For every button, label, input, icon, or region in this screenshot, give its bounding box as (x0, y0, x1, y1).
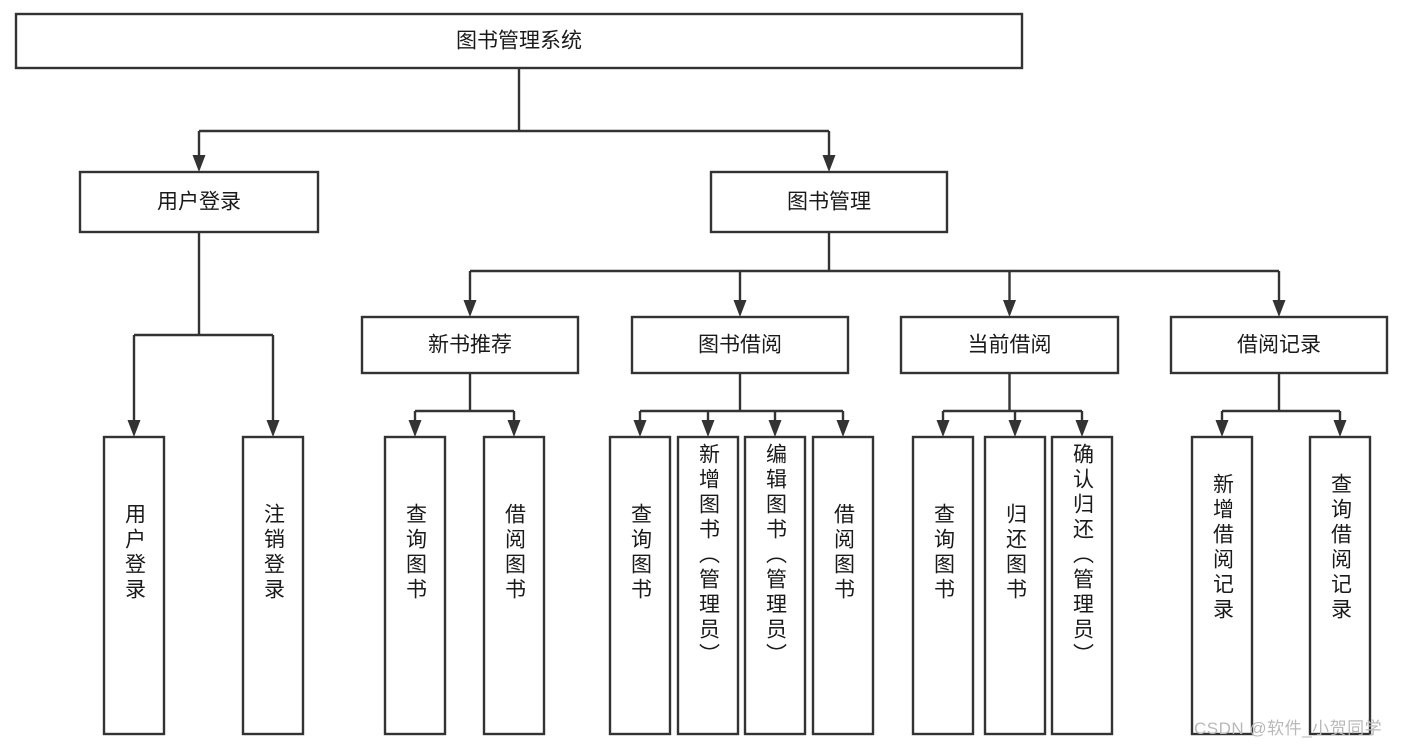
arrow-head-borrow-record-1 (1333, 420, 1347, 437)
arrow-head-book-borrow-0 (633, 420, 647, 437)
node-box-leaf-query-book-current[interactable] (911, 435, 975, 736)
arrow-head-book-borrow-2 (768, 420, 782, 437)
arrow-head-current-borrow-2 (1075, 420, 1089, 437)
node-box-new-book-recommend[interactable] (360, 315, 580, 375)
node-box-leaf-logout[interactable] (241, 435, 305, 736)
node-box-leaf-edit-book-admin[interactable] (743, 435, 807, 736)
arrow-head-book-borrow-1 (701, 420, 715, 437)
arrow-head-current-borrow-1 (1008, 420, 1022, 437)
node-label-book-management: 图书管理 (787, 191, 871, 214)
arrow-head-user-login-1 (266, 420, 280, 437)
node-box-leaf-query-borrow-record[interactable] (1308, 435, 1372, 736)
arrow-head-book-management-3 (1272, 300, 1286, 317)
node-box-book-borrow[interactable] (630, 315, 850, 375)
arrow-head-book-management-1 (733, 300, 747, 317)
node-box-user-login[interactable] (78, 170, 320, 234)
node-box-book-management[interactable] (709, 170, 949, 234)
node-box-leaf-query-book-recommend[interactable] (383, 435, 447, 736)
arrow-head-user-login-0 (127, 420, 141, 437)
node-label-new-book-recommend: 新书推荐 (428, 334, 512, 357)
node-box-borrow-record[interactable] (1169, 315, 1389, 375)
node-box-root[interactable] (14, 12, 1024, 70)
node-box-current-borrow[interactable] (899, 315, 1120, 375)
arrow-head-book-borrow-3 (836, 420, 850, 437)
node-box-layer (14, 12, 1389, 736)
arrow-head-book-management-2 (1003, 300, 1016, 317)
node-box-leaf-query-book-borrow[interactable] (608, 435, 672, 736)
arrow-head-new-book-recommend-1 (507, 420, 521, 437)
node-label-borrow-record: 借阅记录 (1237, 334, 1321, 357)
node-box-leaf-return-book[interactable] (983, 435, 1047, 736)
arrow-head-new-book-recommend-0 (408, 420, 422, 437)
node-box-leaf-borrow-book-recommend[interactable] (482, 435, 546, 736)
csdn-watermark: CSDN @软件_小贺同学 (1194, 719, 1383, 738)
node-label-root: 图书管理系统 (456, 30, 582, 53)
arrow-head-root-1 (822, 155, 836, 172)
node-label-user-login: 用户登录 (157, 191, 241, 214)
arrow-head-borrow-record-0 (1215, 420, 1229, 437)
arrow-head-root-0 (192, 155, 206, 172)
node-box-leaf-user-login[interactable] (102, 435, 166, 736)
arrow-head-current-borrow-0 (936, 420, 950, 437)
node-box-leaf-add-book-admin[interactable] (676, 435, 740, 736)
node-label-current-borrow: 当前借阅 (968, 334, 1052, 357)
connector-layer (127, 68, 1347, 437)
node-box-leaf-add-borrow-record[interactable] (1190, 435, 1254, 736)
node-label-book-borrow: 图书借阅 (698, 334, 782, 357)
node-box-leaf-confirm-return-admin[interactable] (1050, 435, 1114, 736)
node-box-leaf-borrow-book[interactable] (811, 435, 875, 736)
arrow-head-book-management-0 (463, 300, 477, 317)
